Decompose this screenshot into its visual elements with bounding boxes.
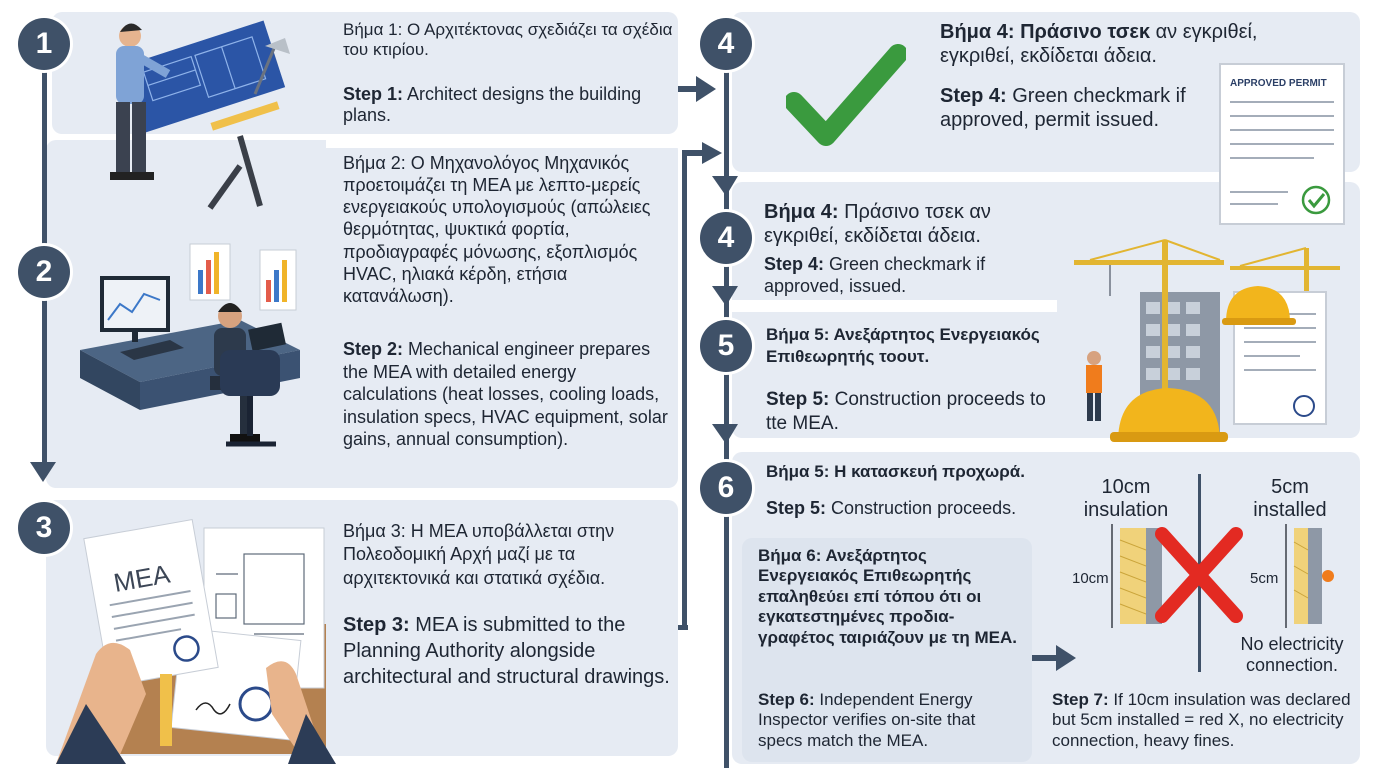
step-5-greek: Βήμα 5: Ανεξάρτητος Ενεργειακός Επιθεωρη…	[766, 325, 1040, 367]
step-6-english-b-text: Independent Energy Inspector verifies on…	[758, 690, 976, 750]
step-7-english-text: If 10cm insulation was declared but 5cm …	[1052, 690, 1351, 750]
step-6-english-b: Step 6: Independent Energy Inspector ver…	[758, 690, 1024, 751]
step-4b-greek-label: Βήμα 4:	[764, 201, 839, 223]
step-1-english: Step 1: Architect designs the building p…	[343, 84, 673, 125]
step-5-english: Step 5: Construction proceeds to tte MEA…	[766, 388, 1066, 436]
step-1-english-text: Architect designs the building plans.	[343, 84, 642, 125]
architect-icon	[110, 20, 290, 210]
hard-hat-icon	[1118, 388, 1220, 442]
step-5-english-text: Construction proceeds to tte MEA.	[766, 389, 1046, 434]
installed-wall	[1285, 524, 1334, 628]
step-4a-english-text: Green checkmark if approved, permit issu…	[940, 85, 1186, 132]
step-4a-english-label: Step 4:	[940, 85, 1007, 107]
step-1-greek: Βήμα 1: Ο Αρχιτέκτονας σχεδιάζει τα σχέδ…	[343, 20, 673, 59]
step-2-english-label: Step 2:	[343, 339, 404, 359]
step-5-number: 5	[700, 320, 752, 372]
step-6-english-a: Step 5: Construction proceeds.	[766, 498, 1056, 519]
step-4a-greek: Βήμα 4: Πράσινο τσεκ αν εγκριθεί, εγκριθ…	[940, 20, 1320, 69]
step-4a-greek-label: Βήμα 4: Πράσινο τσεκ	[940, 21, 1151, 43]
documents-icon: MEA	[56, 519, 336, 764]
step-7-english: Step 7: If 10cm insulation was declared …	[1052, 690, 1362, 751]
step-6-english-a-text: Construction proceeds.	[826, 498, 1017, 518]
step-3-english: Step 3: MEA is submitted to the Planning…	[343, 612, 673, 690]
arrow-mid-to-4-head	[702, 142, 722, 164]
step-4b-greek-text: Πράσινο τσεκ αν εγκριθεί, εκδίδεται άδει…	[764, 201, 991, 248]
step-4a-english: Step 4: Green checkmark if approved, per…	[940, 84, 1220, 133]
step-4b-greek: Βήμα 4: Πράσινο τσεκ αν εγκριθεί, εκδίδε…	[764, 200, 1064, 249]
step-2-greek: Βήμα 2: Ο Μηχανολόγος Μηχανικός προετοιμ…	[343, 153, 651, 306]
step-6-english-b-label: Step 6:	[758, 690, 815, 709]
step-2-english: Step 2: Mechanical engineer prepares the…	[343, 338, 671, 451]
step-6-greek-a: Βήμα 5: Η κατασκευή προχωρά.	[766, 462, 1025, 481]
installed-dimension: 5cm	[1250, 570, 1279, 587]
no-electricity-note: No electricity connection.	[1240, 634, 1344, 675]
step-3-number: 3	[18, 502, 70, 554]
declared-insulation-title: 10cm insulation	[1083, 476, 1169, 521]
step-4b-english: Step 4: Green checkmark if approved, iss…	[764, 254, 1054, 297]
checkmark-icon	[786, 44, 906, 146]
panel-step-1-notch	[326, 134, 678, 148]
step-6-english-a-label: Step 5:	[766, 498, 827, 518]
step-1-number: 1	[18, 18, 70, 70]
panel-step-4b-notch	[732, 300, 1057, 312]
permit-document-icon: APPROVED PERMIT	[1219, 63, 1345, 225]
step-1-english-label: Step 1:	[343, 84, 404, 104]
flow-line-mid	[682, 150, 687, 630]
step-3-english-text: MEA is submitted to the Planning Authori…	[343, 614, 670, 688]
engineer-desk-icon	[80, 243, 300, 447]
declared-wall	[1111, 524, 1162, 628]
insulation-wall-icon	[1111, 524, 1334, 628]
step-5-english-label: Step 5:	[766, 389, 830, 410]
step-6-greek-b: Βήμα 6: Ανεξάρτητος Ενεργειακός Επιθεωρη…	[758, 546, 1018, 647]
step-4b-number: 4	[700, 212, 752, 264]
step-4a-greek-text: αν εγκριθεί, εγκριθεί, εκδίδεται άδεια.	[940, 21, 1258, 68]
step-3-greek: Βήμα 3: Η ΜΕΑ υποβάλλεται στην Πολεοδομι…	[343, 521, 615, 588]
declared-dimension: 10cm	[1072, 570, 1109, 587]
red-x-icon	[1155, 527, 1243, 623]
arrow-step-1-to-4-head	[696, 76, 716, 102]
crane-icon	[1074, 239, 1340, 442]
permit-title: APPROVED PERMIT	[1230, 78, 1327, 89]
panel-step-6-inner	[742, 538, 1032, 762]
step-6-number: 6	[700, 462, 752, 514]
step-7-english-label: Step 7:	[1052, 690, 1109, 709]
flow-line-right	[724, 40, 729, 768]
arrow-step-1-to-4-shaft	[678, 86, 700, 92]
step-2-english-text: Mechanical engineer prepares the MEA wit…	[343, 339, 668, 449]
step-3-english-label: Step 3:	[343, 614, 410, 636]
flow-line-mid-bottom	[678, 625, 688, 630]
step-4a-number: 4	[700, 18, 752, 70]
step-4b-english-text: Green checkmark if approved, issued.	[764, 254, 986, 296]
installed-insulation-title: 5cm installed	[1253, 476, 1327, 521]
step-4b-english-label: Step 4:	[764, 254, 825, 274]
step-2-number: 2	[18, 246, 70, 298]
